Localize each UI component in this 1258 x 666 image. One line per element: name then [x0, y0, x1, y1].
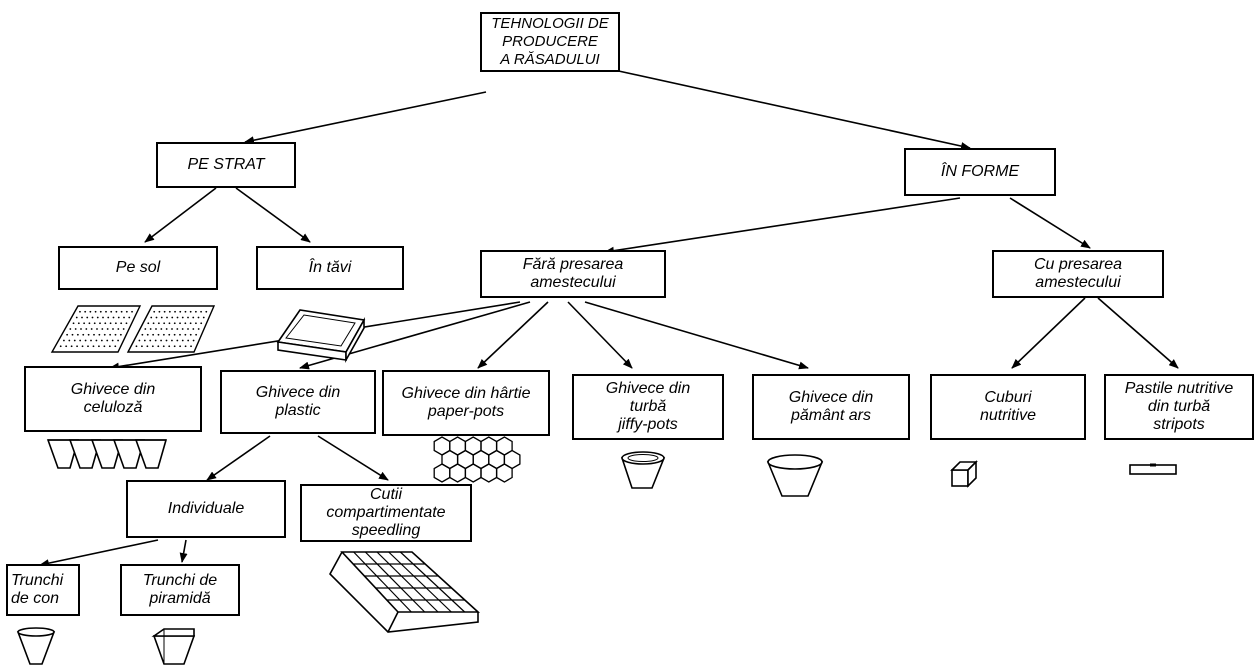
- node-pastile: Pastile nutritive din turbă stripots: [1104, 374, 1254, 440]
- tray-icon: [276, 309, 366, 364]
- node-ghivece-plastic: Ghivece din plastic: [220, 370, 376, 434]
- node-cutii: Cutii compartimentate speedling: [300, 484, 472, 542]
- seedbed-grid-icon: [50, 305, 216, 353]
- edge-pe-strat-in-tavi: [235, 187, 311, 243]
- node-pe-strat: PE STRAT: [156, 142, 296, 188]
- node-fara-presarea: Fără presarea amestecului: [480, 250, 666, 298]
- node-trunchi-piramida: Trunchi de piramidă: [120, 564, 240, 616]
- node-in-forme: ÎN FORME: [904, 148, 1056, 196]
- cellulose-pots-icon: [46, 439, 168, 469]
- node-cuburi: Cuburi nutritive: [930, 374, 1086, 440]
- edge-fara-pamant: [584, 301, 809, 370]
- edge-individuale-piramida: [179, 539, 188, 563]
- edge-cu-pastile: [1097, 297, 1179, 369]
- node-ghivece-pamant: Ghivece din pământ ars: [752, 374, 910, 440]
- edge-root-in-forme: [613, 69, 971, 150]
- node-trunchi-con: Trunchi de con: [6, 564, 80, 616]
- node-ghivece-turba: Ghivece din turbă jiffy-pots: [572, 374, 724, 440]
- edge-root-pe-strat: [244, 91, 487, 145]
- edge-plastic-cutii: [317, 435, 389, 481]
- paper-pots-honeycomb-icon: [433, 436, 521, 483]
- nutrient-cube-icon: [950, 460, 978, 488]
- edge-in-forme-cu: [1009, 197, 1091, 249]
- edge-plastic-individuale: [206, 435, 271, 481]
- peat-pellet-icon: [1129, 463, 1177, 475]
- node-ghivece-celuloza: Ghivece din celuloză: [24, 366, 202, 432]
- edge-individuale-con: [39, 539, 159, 568]
- speedling-tray-icon: [329, 551, 481, 633]
- clay-pot-icon: [766, 454, 824, 497]
- node-individuale: Individuale: [126, 480, 286, 538]
- node-root: TEHNOLOGII DE PRODUCERE A RĂSADULUI: [480, 12, 620, 72]
- jiffy-pot-icon: [620, 451, 666, 489]
- edge-fara-hartie: [477, 301, 549, 369]
- node-ghivece-hartie: Ghivece din hârtie paper-pots: [382, 370, 550, 436]
- cone-pot-icon: [16, 627, 56, 665]
- node-in-tavi: În tăvi: [256, 246, 404, 290]
- edge-in-forme-fara: [604, 197, 961, 255]
- edge-pe-strat-pe-sol: [144, 187, 217, 243]
- pyramid-pot-icon: [151, 628, 196, 665]
- edge-fara-turba: [567, 301, 633, 369]
- edge-cu-cuburi: [1011, 297, 1086, 369]
- node-cu-presarea: Cu presarea amestecului: [992, 250, 1164, 298]
- node-pe-sol: Pe sol: [58, 246, 218, 290]
